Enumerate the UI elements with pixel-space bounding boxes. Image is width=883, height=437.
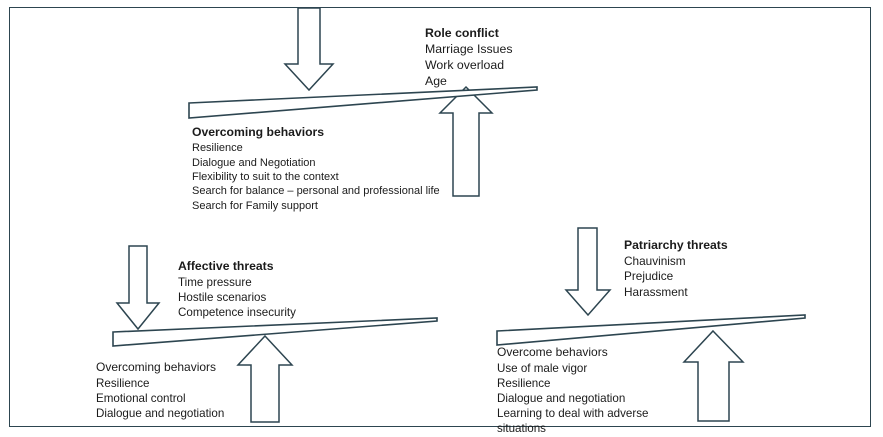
threat-item: Competence insecurity (178, 305, 296, 319)
threat-item: Hostile scenarios (178, 290, 267, 304)
threat-item: Chauvinism (624, 253, 686, 268)
behavior-heading: Overcoming behaviors (192, 125, 325, 139)
threat-heading: Patriarchy threats (624, 238, 728, 252)
behavior-item: Search for Family support (192, 199, 318, 212)
behavior-heading: Overcoming behaviors (96, 360, 217, 374)
behavior-item: Dialogue and negotiation (497, 391, 626, 405)
behavior-block-top: Overcoming behaviors Resilience Dialogue… (192, 125, 440, 213)
behavior-item: Learning to deal with adverse (497, 406, 649, 420)
threat-item: Work overload (425, 57, 505, 72)
behavior-block-bottom-right: Overcome behaviors Use of male vigor Res… (497, 345, 648, 436)
threat-block-patriarchy: Patriarchy threats Chauvinism Prejudice … (624, 238, 728, 300)
behavior-item: Emotional control (96, 391, 186, 405)
behavior-item: Resilience (96, 376, 150, 390)
behavior-item: Use of male vigor (497, 361, 588, 375)
behavior-item: Search for balance – personal and profes… (192, 185, 440, 198)
behavior-item: Resilience (497, 376, 551, 390)
behavior-item: Resilience (192, 142, 243, 155)
threat-item: Time pressure (178, 275, 252, 289)
threat-item: Age (425, 73, 447, 88)
behavior-item: situations (497, 421, 546, 435)
threat-heading: Affective threats (178, 259, 274, 273)
threat-block-affective: Affective threats Time pressure Hostile … (178, 259, 296, 320)
threat-block-role-conflict: Role conflict Marriage Issues Work overl… (425, 26, 512, 90)
threat-heading: Role conflict (425, 26, 499, 40)
behavior-item: Dialogue and negotiation (96, 406, 225, 420)
behavior-item: Flexibility to suit to the context (192, 170, 339, 183)
threat-item: Prejudice (624, 269, 674, 284)
behavior-item: Dialogue and Negotiation (192, 156, 316, 169)
behavior-block-bottom-left: Overcoming behaviors Resilience Emotiona… (96, 360, 224, 421)
behavior-heading: Overcome behaviors (497, 345, 608, 359)
threat-item: Marriage Issues (425, 41, 513, 56)
threat-item: Harassment (624, 284, 688, 299)
